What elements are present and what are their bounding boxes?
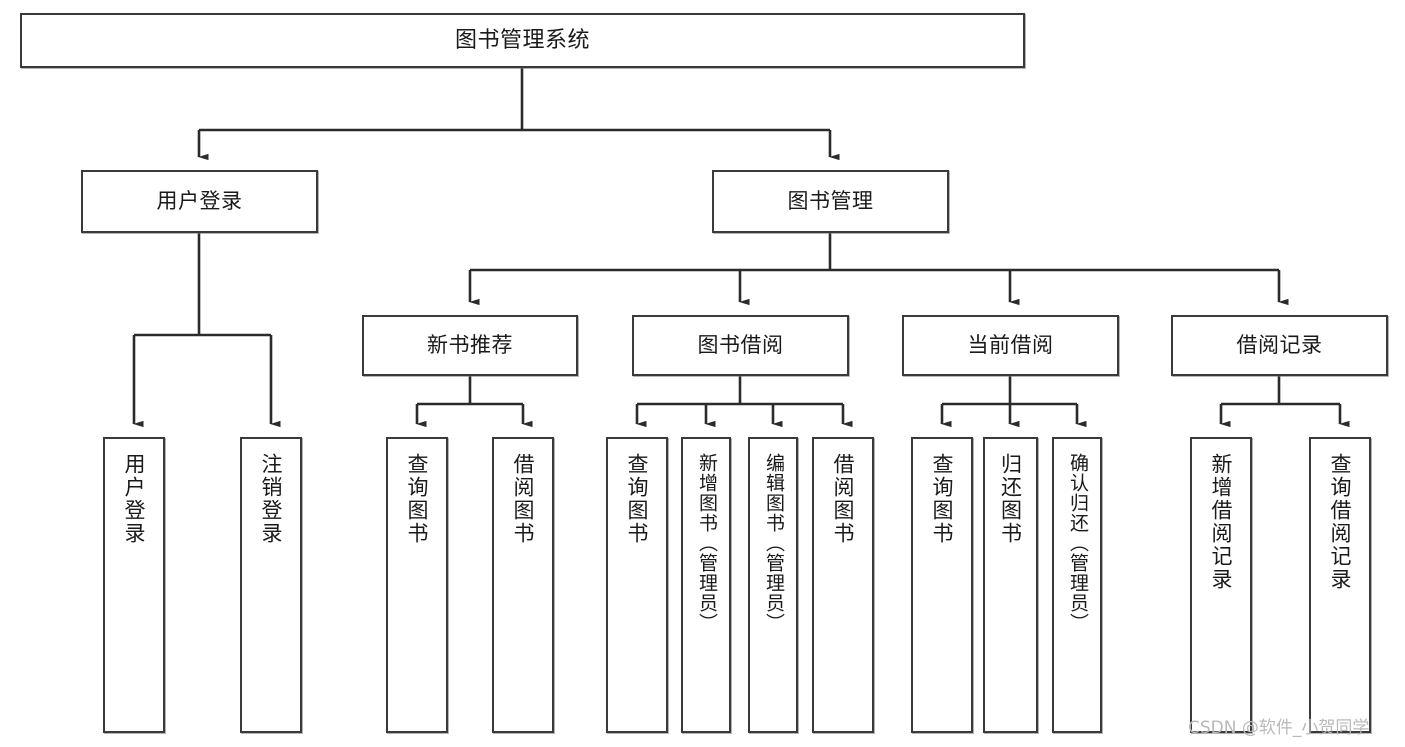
node-leaf-edit-book-admin[interactable]: 编辑图书（管理员） [748, 437, 798, 733]
node-leaf-borrow-book-2-label: 借阅图书 [831, 453, 856, 545]
node-borrow-record[interactable]: 借阅记录 [1171, 315, 1388, 376]
node-leaf-add-book-admin[interactable]: 新增图书（管理员） [681, 437, 731, 733]
node-leaf-add-record[interactable]: 新增借阅记录 [1190, 437, 1252, 733]
node-book-borrow[interactable]: 图书借阅 [632, 315, 849, 376]
watermark: CSDN @软件_小贺同学 [1188, 718, 1370, 738]
node-leaf-edit-book-admin-label: 编辑图书（管理员） [762, 453, 785, 633]
node-user-login-label: 用户登录 [156, 189, 243, 214]
node-leaf-user-login[interactable]: 用户登录 [103, 437, 165, 733]
node-leaf-query-record[interactable]: 查询借阅记录 [1309, 437, 1371, 733]
node-leaf-add-book-admin-label: 新增图书（管理员） [695, 453, 718, 633]
node-leaf-query-book-2[interactable]: 查询图书 [606, 437, 668, 733]
node-leaf-query-book-1-label: 查询图书 [405, 453, 430, 545]
node-leaf-borrow-book-1[interactable]: 借阅图书 [492, 437, 554, 733]
node-borrow-record-label: 借阅记录 [1236, 333, 1323, 358]
node-leaf-query-record-label: 查询借阅记录 [1328, 453, 1353, 591]
node-leaf-return-book[interactable]: 归还图书 [983, 437, 1038, 733]
node-leaf-user-login-label: 用户登录 [122, 453, 147, 545]
node-leaf-confirm-return-admin-label: 确认归还（管理员） [1066, 453, 1089, 633]
node-book-borrow-label: 图书借阅 [697, 333, 784, 358]
node-current-borrow[interactable]: 当前借阅 [902, 315, 1119, 376]
node-new-book-recommend[interactable]: 新书推荐 [362, 315, 578, 376]
node-leaf-logout[interactable]: 注销登录 [240, 437, 302, 733]
node-leaf-add-record-label: 新增借阅记录 [1209, 453, 1234, 591]
node-leaf-borrow-book-2[interactable]: 借阅图书 [812, 437, 874, 733]
node-book-manage[interactable]: 图书管理 [712, 170, 949, 233]
node-user-login[interactable]: 用户登录 [81, 170, 318, 233]
node-leaf-query-book-3-label: 查询图书 [930, 453, 955, 545]
node-leaf-return-book-label: 归还图书 [998, 453, 1023, 545]
node-leaf-query-book-3[interactable]: 查询图书 [911, 437, 973, 733]
node-leaf-confirm-return-admin[interactable]: 确认归还（管理员） [1052, 437, 1102, 733]
node-leaf-logout-label: 注销登录 [259, 453, 284, 545]
node-leaf-borrow-book-1-label: 借阅图书 [511, 453, 536, 545]
node-book-manage-label: 图书管理 [787, 189, 874, 214]
node-leaf-query-book-1[interactable]: 查询图书 [386, 437, 448, 733]
node-leaf-query-book-2-label: 查询图书 [625, 453, 650, 545]
node-root-label: 图书管理系统 [454, 27, 590, 53]
node-root[interactable]: 图书管理系统 [20, 13, 1025, 68]
node-current-borrow-label: 当前借阅 [967, 333, 1054, 358]
node-new-book-recommend-label: 新书推荐 [427, 333, 513, 358]
